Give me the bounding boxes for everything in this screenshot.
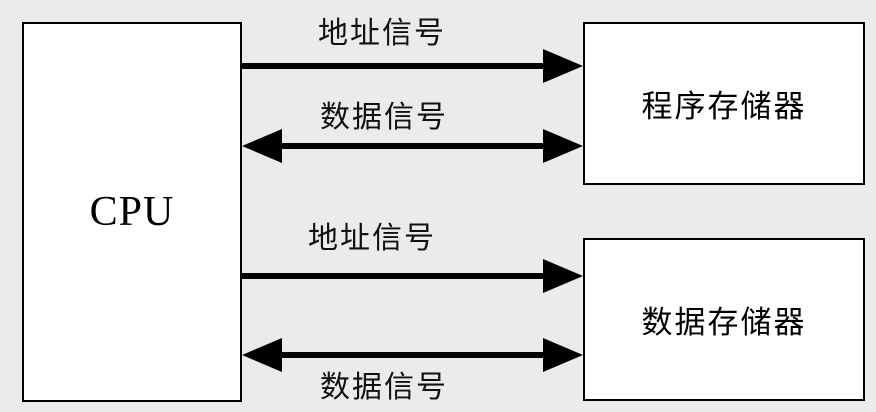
address-bus-arrow-2 bbox=[242, 259, 583, 293]
address-bus-arrow-1 bbox=[242, 49, 583, 83]
program-memory-block: 程序存储器 bbox=[583, 22, 865, 185]
address-signal-label-1: 地址信号 bbox=[318, 16, 446, 51]
data-memory-label: 数据存储器 bbox=[641, 305, 807, 341]
data-bus-arrow-1 bbox=[242, 129, 583, 163]
program-memory-label: 程序存储器 bbox=[641, 89, 807, 125]
data-bus-arrow-2 bbox=[242, 338, 583, 372]
data-signal-label-2: 数据信号 bbox=[320, 370, 448, 405]
data-memory-block: 数据存储器 bbox=[583, 238, 865, 401]
address-signal-label-2: 地址信号 bbox=[308, 221, 436, 256]
cpu-label: CPU bbox=[89, 189, 175, 235]
data-signal-label-1: 数据信号 bbox=[320, 100, 448, 135]
cpu-block: CPU bbox=[22, 22, 242, 402]
